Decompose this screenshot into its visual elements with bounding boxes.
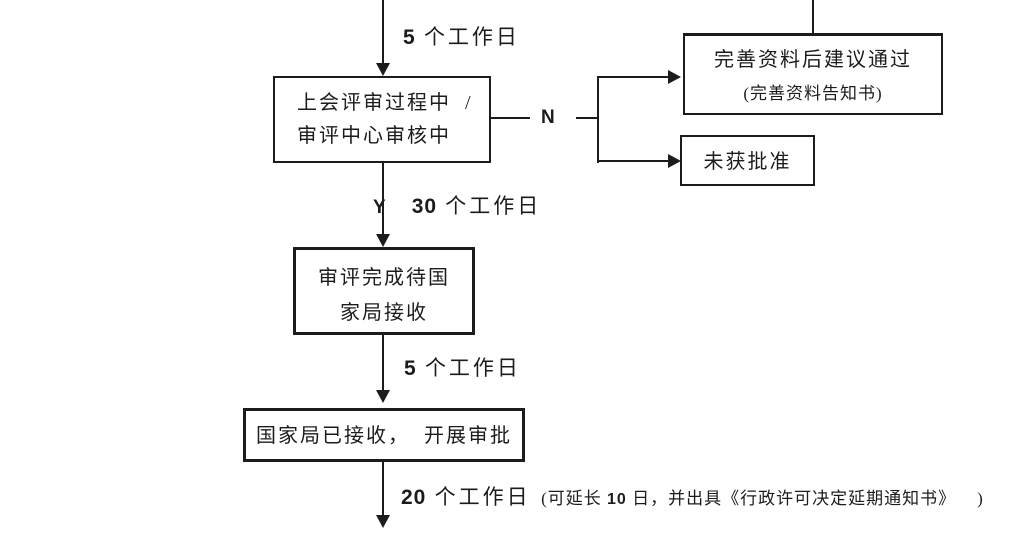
edge-label-20-days-unit: 个工作日	[434, 485, 531, 509]
branch-no-line-2	[576, 117, 598, 119]
edge-label-5-days-mid-unit: 个工作日	[424, 356, 521, 380]
arrow-review-to-complete-line	[382, 163, 384, 235]
edge-label-20-days: 20 个工作日 (可延长 10 日，并出具《行政许可决定延期通知书》 )	[401, 485, 984, 512]
branch-no-label: N	[541, 107, 555, 128]
arrow-outgoing-line	[382, 462, 384, 516]
arrow-complete-to-received-line	[382, 335, 384, 391]
branch-no-top-arrow-line	[597, 76, 669, 78]
edge-label-5-days-top-number: 5	[403, 26, 416, 49]
node-supplement-pass: 完善资料后建议通过 (完善资料告知书)	[683, 33, 943, 115]
node-review-complete: 审评完成待国 家局接收	[293, 247, 475, 335]
edge-label-20-days-note-open: (可延长	[541, 489, 602, 508]
edge-label-5-days-top: 5 个工作日	[403, 25, 520, 50]
edge-label-20-days-note-rest: 日，并出具《行政许可决定延期通知书》	[632, 489, 957, 508]
node-nmpa-received: 国家局已接收， 开展审批	[243, 408, 525, 462]
edge-label-30-days-unit: 个工作日	[445, 194, 542, 218]
branch-yes-label: Y	[373, 197, 386, 218]
branch-no-line-1	[491, 117, 530, 119]
edge-label-5-days-mid-number: 5	[404, 357, 417, 380]
branch-no-top-arrow-head-icon	[668, 70, 681, 84]
edge-label-5-days-mid: 5 个工作日	[404, 356, 521, 381]
edge-label-20-days-note-close: )	[977, 489, 984, 508]
branch-no-vertical-line	[597, 76, 599, 163]
node-review-in-progress: 上会评审过程中 / 审评中心审核中	[273, 76, 491, 163]
node-review-complete-line2: 家局接收	[340, 302, 428, 324]
arrow-complete-to-received-head-icon	[376, 390, 390, 403]
branch-no-bottom-arrow-head-icon	[668, 154, 681, 168]
edge-label-20-days-number: 20	[401, 486, 427, 509]
supplement-box-top-connector-line	[812, 0, 814, 34]
node-review-complete-line1: 审评完成待国	[318, 267, 450, 289]
edge-label-y-30-days: Y 30 个工作日	[373, 194, 541, 220]
edge-label-20-days-note-number: 10	[607, 491, 627, 508]
node-review-in-progress-line2: 审评中心审核中	[297, 125, 451, 147]
arrow-incoming-line	[382, 0, 384, 64]
node-supplement-pass-line2: (完善资料告知书)	[743, 84, 883, 103]
arrow-outgoing-head-icon	[376, 515, 390, 528]
node-review-in-progress-line1: 上会评审过程中 /	[297, 92, 473, 114]
node-not-approved-label: 未获批准	[703, 151, 792, 173]
node-not-approved: 未获批准	[680, 135, 815, 186]
arrow-review-to-complete-head-icon	[376, 234, 390, 247]
edge-label-20-days-note: (可延长 10 日，并出具《行政许可决定延期通知书》 )	[531, 489, 984, 508]
edge-label-30-days-number: 30	[411, 195, 438, 218]
edge-label-5-days-top-unit: 个工作日	[423, 25, 520, 49]
node-supplement-pass-line1: 完善资料后建议通过	[714, 49, 912, 71]
branch-no-bottom-arrow-line	[597, 160, 669, 162]
arrow-incoming-head-icon	[376, 63, 390, 76]
node-nmpa-received-label: 国家局已接收， 开展审批	[256, 425, 512, 447]
